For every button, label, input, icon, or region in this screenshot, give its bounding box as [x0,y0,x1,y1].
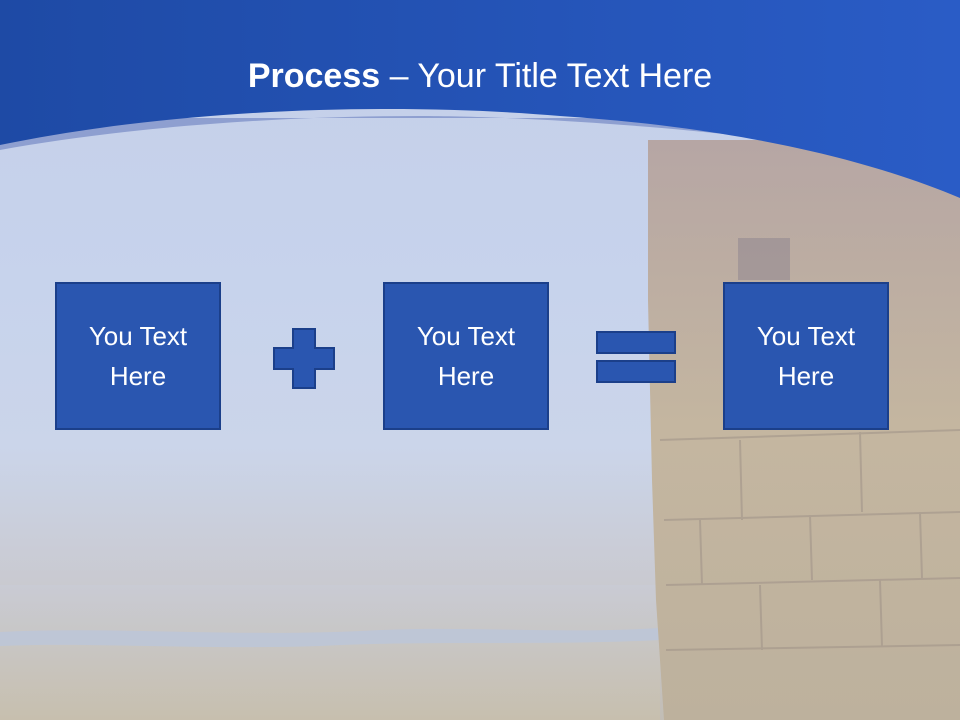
process-box-2[interactable]: You Text Here [383,282,549,430]
header-band [0,0,960,198]
process-box-3-text: You Text Here [756,321,856,391]
process-box-3[interactable]: You Text Here [723,282,889,430]
stone-wall [648,140,960,720]
equals-icon [596,331,676,383]
wall-stones [659,429,960,651]
slide-title: Process – Your Title Text Here [0,54,960,98]
process-box-2-text: You Text Here [416,321,516,391]
plus-icon [273,328,335,389]
title-bold: Process [247,57,381,95]
wall-window [738,238,790,280]
landscape [0,585,660,720]
title-rest: – Your Title Text Here [380,57,713,95]
lake [0,628,660,648]
process-box-1-text: You Text Here [88,321,188,391]
process-box-1[interactable]: You Text Here [55,282,221,430]
